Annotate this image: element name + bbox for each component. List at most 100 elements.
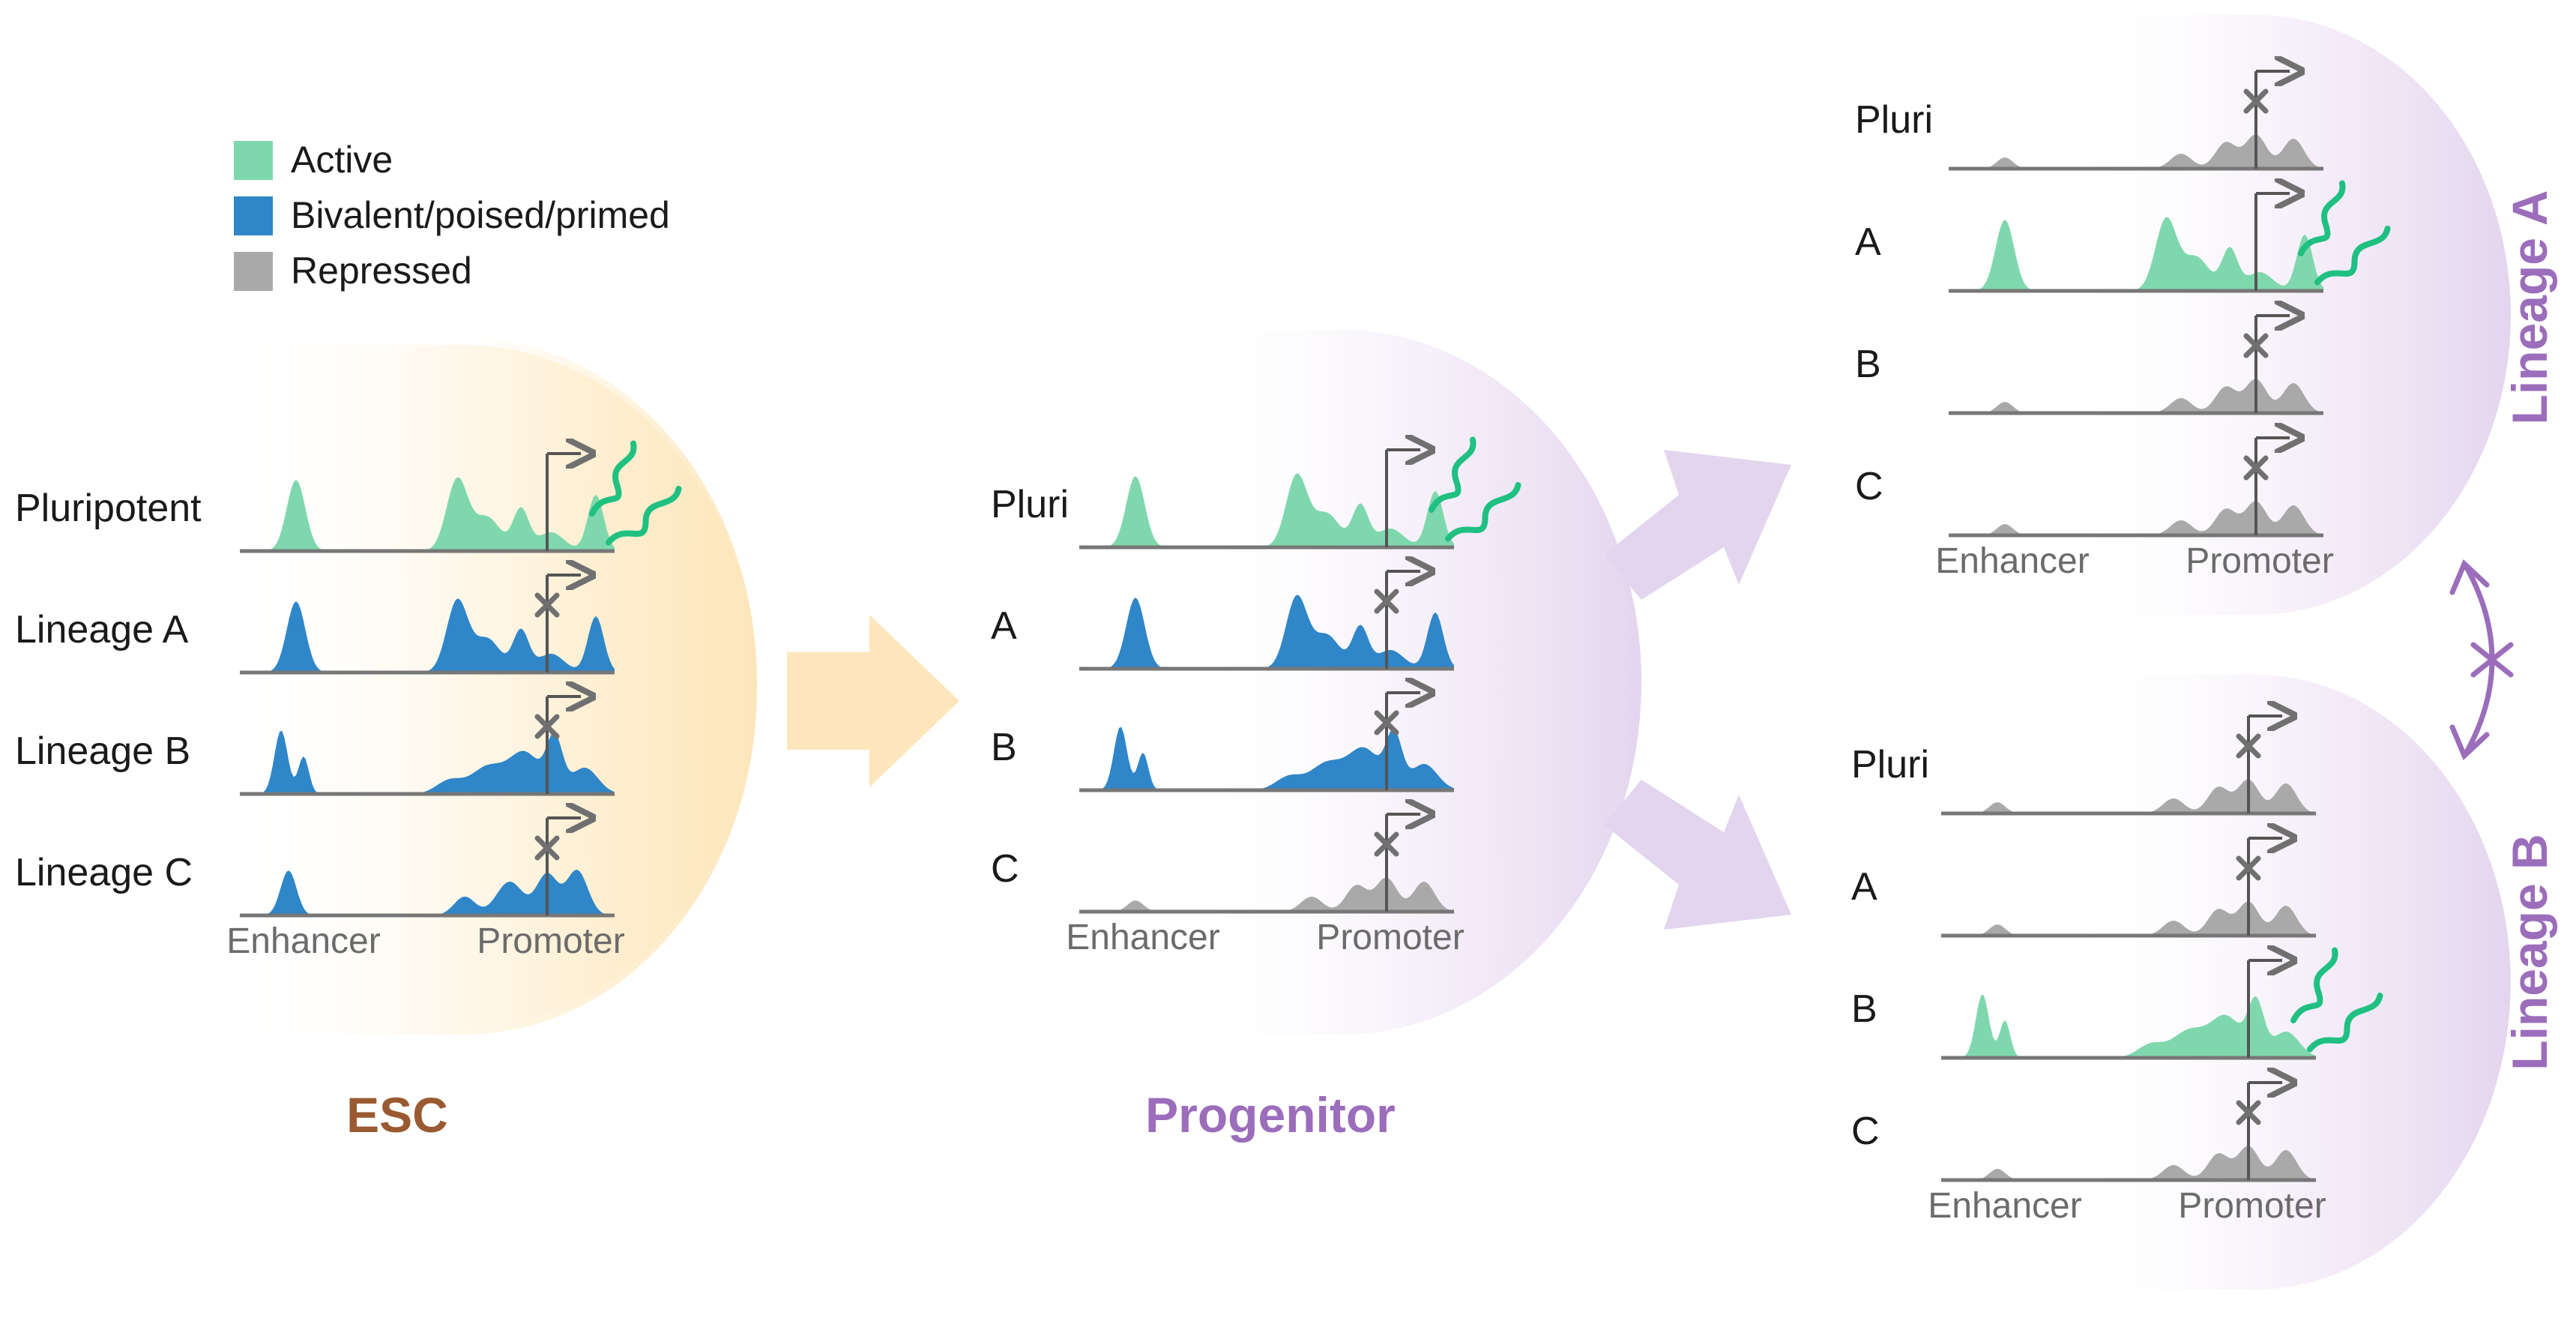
lineage-arrowhead-top [2449, 559, 2490, 595]
chromatin-peaks [1949, 134, 2323, 169]
chromatin-peaks [1079, 473, 1454, 547]
track-row: Pluri [991, 436, 1521, 550]
chromatin-peaks [1949, 379, 2323, 413]
legend-swatch-active [234, 141, 273, 180]
track-label: A [1855, 220, 1881, 264]
track-label: C [1851, 1110, 1880, 1153]
track-label: A [1851, 865, 1877, 909]
lineage-b-title: Lineage B [2502, 834, 2557, 1070]
axis-label-promoter: Promoter [2178, 1186, 2326, 1226]
track-label: Pluri [1855, 98, 1933, 142]
repression-x-icon [2243, 333, 2269, 358]
track-row: Pluripotent [15, 440, 682, 553]
chromatin-peaks [240, 870, 615, 915]
axis-label-promoter: Promoter [477, 921, 624, 961]
esc-to-progenitor-arrow [787, 615, 959, 787]
chromatin-peaks [1941, 779, 2316, 813]
repression-x-icon [2236, 733, 2261, 759]
lineage-blocked-transition [2449, 559, 2514, 760]
legend-label-repressed: Repressed [291, 250, 472, 292]
repression-x-icon [2243, 455, 2269, 481]
track-label: Pluripotent [15, 487, 202, 530]
chromatin-peaks [1941, 1146, 2316, 1180]
lineage-arrowhead-bottom [2449, 724, 2490, 760]
repression-x-icon [2236, 1100, 2261, 1125]
track-row: A [991, 571, 1454, 671]
repression-x-icon [1374, 589, 1399, 614]
progenitor-to-lineage-a-arrow [1604, 450, 1791, 600]
active-transcript-1 [2298, 180, 2346, 256]
chromatin-peaks [1941, 994, 2316, 1058]
active-transcript-2 [606, 486, 682, 546]
repression-x-icon [534, 835, 560, 861]
track-row: A [1851, 838, 2316, 938]
track-row: C [991, 814, 1454, 914]
legend-label-bivalent: Bivalent/poised/primed [291, 194, 670, 236]
legend: Active Bivalent/poised/primed Repressed [234, 139, 670, 292]
progenitor-to-lineage-b-arrow [1604, 780, 1791, 930]
track-label: B [1851, 987, 1877, 1031]
chromatin-peaks [1079, 595, 1454, 669]
track-row: Lineage A [15, 575, 615, 675]
chromatin-peaks [1079, 726, 1454, 790]
repression-x-icon [534, 592, 560, 618]
track-row: B [1855, 316, 2323, 415]
track-label: Lineage C [15, 851, 193, 894]
track-row: Pluri [1855, 71, 2323, 171]
repression-x-icon [1374, 831, 1399, 857]
track-label: A [991, 604, 1017, 648]
repression-x-icon [2236, 855, 2261, 881]
track-label: Lineage A [15, 608, 189, 652]
track-row: Lineage C [15, 818, 615, 918]
chromatin-peaks [240, 598, 615, 672]
track-label: B [1855, 343, 1881, 386]
track-row: C [1855, 438, 2323, 538]
active-transcript-2 [2314, 226, 2391, 286]
legend-label-active: Active [291, 139, 393, 181]
active-transcript-1 [1429, 436, 1476, 513]
axis-label-enhancer: Enhancer [1066, 918, 1219, 957]
axis-label-promoter: Promoter [2186, 541, 2333, 581]
track-row: A [1855, 180, 2391, 293]
active-transcript-2 [2307, 993, 2383, 1053]
axis-label-promoter: Promoter [1316, 918, 1464, 957]
track-row: B [1851, 947, 2383, 1060]
axis-label-enhancer: Enhancer [1928, 1186, 2081, 1226]
repression-x-icon [1374, 710, 1399, 735]
chromatin-peaks [240, 477, 615, 551]
track-label: B [991, 726, 1017, 769]
track-label: C [991, 847, 1019, 891]
repression-x-icon [534, 714, 560, 739]
track-row: C [1851, 1083, 2316, 1182]
track-label: Lineage B [15, 729, 190, 773]
legend-swatch-repressed [234, 252, 273, 291]
chromatin-peaks [240, 730, 615, 794]
chromatin-peaks [1079, 877, 1454, 912]
active-transcript-1 [589, 440, 637, 517]
esc-title: ESC [346, 1087, 448, 1143]
lineage-a-title: Lineage A [2502, 190, 2557, 425]
legend-swatch-bivalent [234, 196, 273, 235]
track-label: Pluri [1851, 743, 1929, 786]
chromatin-peaks [1949, 501, 2323, 535]
chromatin-peaks [1941, 901, 2316, 936]
lineage-block-cross [2470, 642, 2514, 678]
chromatin-peaks [1949, 217, 2323, 291]
track-row: Pluri [1851, 716, 2316, 816]
track-row: B [991, 693, 1454, 792]
active-transcript-1 [2290, 947, 2338, 1023]
axis-label-enhancer: Enhancer [226, 921, 380, 961]
progenitor-title: Progenitor [1145, 1087, 1396, 1143]
track-row: Lineage B [15, 696, 615, 796]
esc-body [225, 345, 757, 1035]
repression-x-icon [2243, 88, 2269, 114]
lineage-b-body [2061, 675, 2511, 1290]
active-transcript-2 [1445, 482, 1521, 542]
track-label: C [1855, 465, 1883, 508]
